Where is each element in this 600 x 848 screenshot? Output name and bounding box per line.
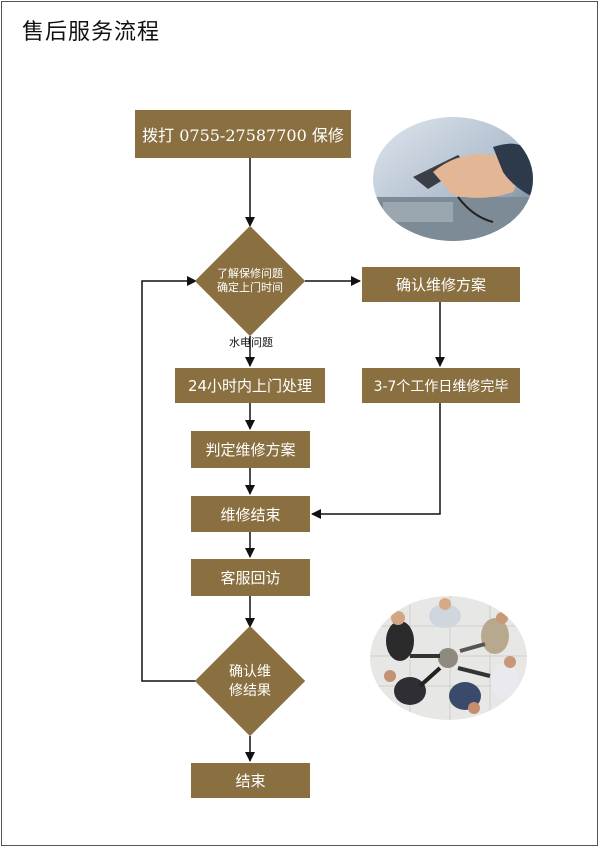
node-understand-line1: 了解保修问题 — [217, 267, 283, 280]
node-workdays-label: 3-7个工作日维修完毕 — [373, 378, 509, 395]
node-visit-label: 客服回访 — [220, 569, 281, 587]
node-confirm-result-label: 确认维 修结果 — [205, 662, 295, 702]
node-end: 结束 — [191, 763, 310, 798]
node-visit: 客服回访 — [191, 559, 310, 596]
node-end-label: 结束 — [235, 772, 266, 790]
node-judge-plan-label: 判定维修方案 — [205, 441, 296, 459]
photo-team-circle — [370, 596, 527, 720]
node-understand-label: 了解保修问题 确定上门时间 — [200, 262, 300, 300]
node-confirm-plan: 确认维修方案 — [362, 267, 520, 302]
node-confirm-plan-label: 确认维修方案 — [395, 276, 486, 294]
node-call-label: 拨打 0755-27587700 保修 — [142, 126, 344, 145]
phone-call-image — [373, 117, 533, 241]
node-repair-end-label: 维修结束 — [220, 505, 281, 524]
node-call: 拨打 0755-27587700 保修 — [135, 110, 351, 158]
edge-loop-back — [141, 276, 197, 682]
edge-label-water-electric: 水电问题 — [229, 336, 273, 349]
node-onsite24: 24小时内上门处理 — [175, 368, 325, 403]
node-confirm-result-line1: 确认维 — [229, 664, 271, 680]
node-judge-plan: 判定维修方案 — [191, 431, 310, 468]
node-understand-line2: 确定上门时间 — [217, 281, 283, 294]
page-title: 售后服务流程 — [22, 20, 161, 45]
node-workdays: 3-7个工作日维修完毕 — [362, 368, 520, 403]
photo-phone-call — [373, 117, 533, 241]
node-confirm-result-line2: 修结果 — [229, 683, 271, 699]
node-repair-end: 维修结束 — [191, 496, 310, 532]
edge-workdays-to-repair-end — [311, 403, 441, 519]
node-onsite24-label: 24小时内上门处理 — [187, 377, 313, 395]
team-circle-image — [370, 596, 527, 720]
